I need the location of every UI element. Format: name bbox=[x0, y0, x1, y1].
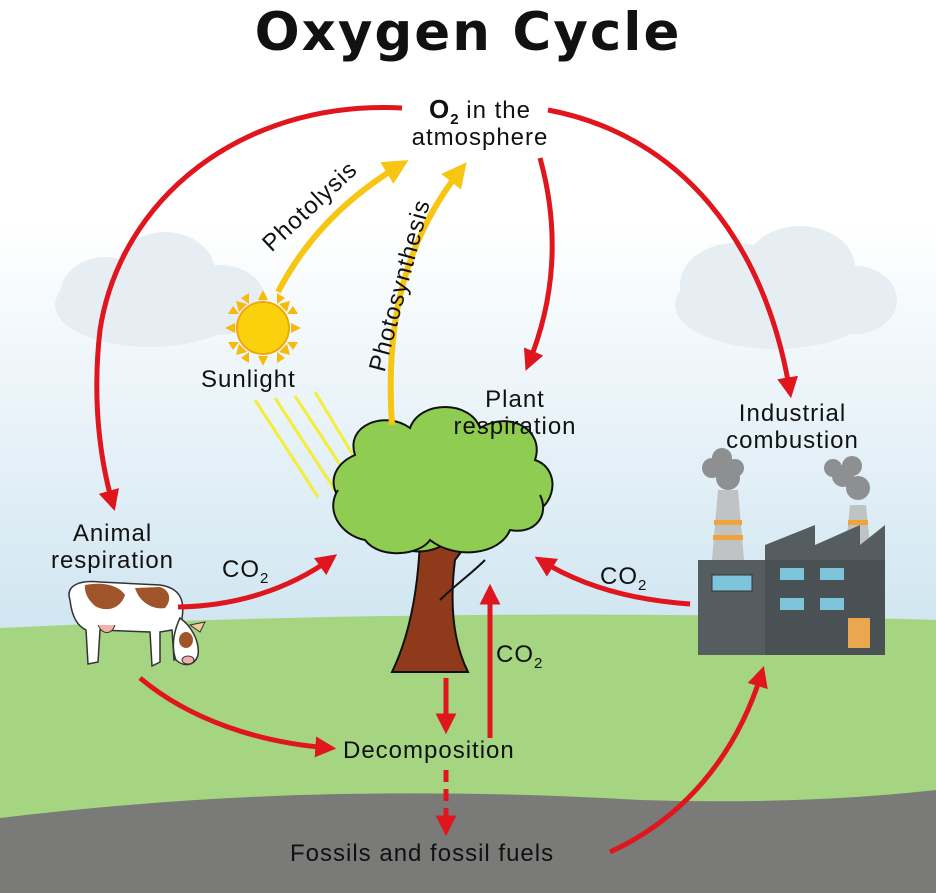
decomposition-label: Decomposition bbox=[343, 737, 515, 764]
animal-respiration-label-line1: Animal bbox=[72, 520, 153, 547]
factory-icon bbox=[698, 490, 885, 655]
photolysis-arrow bbox=[275, 160, 409, 294]
co2-symbol: CO bbox=[496, 641, 534, 668]
tree-icon bbox=[332, 406, 554, 673]
co2-subscript: 2 bbox=[534, 655, 543, 672]
animal-respiration-arrow bbox=[94, 105, 403, 512]
industrial-combustion-label-line2: combustion bbox=[726, 427, 859, 454]
atmosphere-label: atmosphere bbox=[411, 124, 549, 151]
plant-respiration-label-line2: respiration bbox=[453, 413, 577, 440]
o2-symbol: O bbox=[429, 94, 451, 124]
fossil-fuels-arrow bbox=[608, 665, 768, 855]
cow-icon bbox=[68, 580, 206, 668]
page-title: Oxygen Cycle bbox=[254, 2, 682, 63]
animal-co2-arrow bbox=[177, 554, 338, 610]
cloud-icon bbox=[675, 226, 897, 349]
plant-respiration-label-line1: Plant bbox=[485, 386, 545, 413]
photosynthesis-arrow bbox=[387, 162, 467, 426]
sunlight-label: Sunlight bbox=[201, 366, 296, 393]
industry-co2-arrow bbox=[534, 556, 691, 607]
co2-subscript: 2 bbox=[638, 577, 647, 594]
animal-respiration-label-line2: respiration bbox=[50, 547, 175, 574]
co2-symbol: CO bbox=[222, 556, 260, 583]
plant-respiration-arrow bbox=[523, 157, 555, 371]
co2-label-industry: CO2 bbox=[600, 563, 647, 594]
o2-subscript: 2 bbox=[450, 111, 459, 128]
co2-label-decomposition: CO2 bbox=[496, 641, 543, 672]
co2-symbol: CO bbox=[600, 563, 638, 590]
co2-label-animal: CO2 bbox=[222, 556, 269, 587]
co2-subscript: 2 bbox=[260, 570, 269, 587]
sun-icon bbox=[225, 290, 301, 366]
o2-atmosphere-label: O2 in the bbox=[380, 94, 580, 129]
industrial-combustion-label-line1: Industrial bbox=[738, 400, 847, 427]
fossils-label: Fossils and fossil fuels bbox=[290, 840, 555, 867]
smoke-icon bbox=[702, 448, 870, 500]
cow-to-decomposition-arrow bbox=[138, 676, 337, 758]
soil-layer bbox=[0, 790, 936, 893]
industrial-combustion-arrow bbox=[547, 107, 798, 399]
o2-rest: in the bbox=[458, 97, 531, 124]
